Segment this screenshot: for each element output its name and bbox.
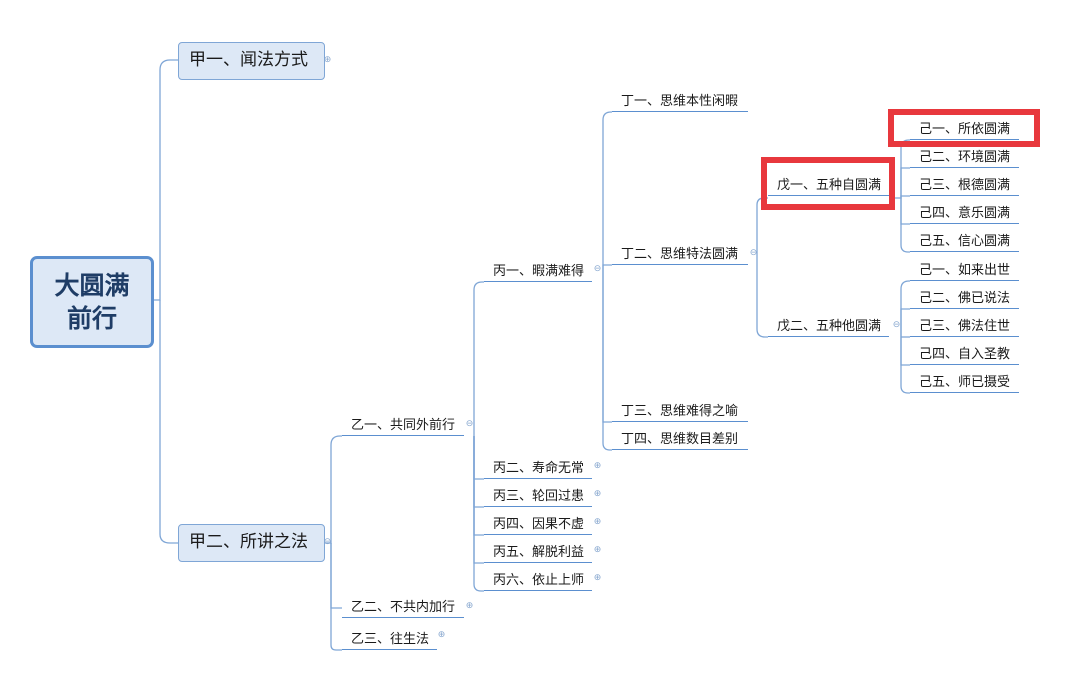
connector-bing1-ding4 xyxy=(602,282,612,451)
node-ji-self-5[interactable]: 己五、信心圆满 xyxy=(910,231,1019,252)
node-ding3[interactable]: 丁三、思维难得之喻 xyxy=(612,401,748,422)
connector-jia2-yi3 xyxy=(330,543,342,651)
connector-wu1-ji5 xyxy=(900,198,910,253)
connector-wu1-ji1 xyxy=(895,139,910,199)
node-ji-other-5[interactable]: 己五、师已摄受 xyxy=(910,372,1019,393)
node-ji-self-3[interactable]: 己三、根德圆满 xyxy=(910,175,1019,196)
collapse-toggle-icon[interactable]: ⊖ xyxy=(593,264,602,274)
root-title-line1: 大圆满 xyxy=(54,271,130,300)
connector-jia2-yi2 xyxy=(330,543,342,609)
node-ji-other-2[interactable]: 己二、佛已说法 xyxy=(910,288,1019,309)
connector-ding2-wu2 xyxy=(756,265,768,338)
node-bing4[interactable]: 丙四、因果不虚 xyxy=(484,514,592,535)
node-wu1[interactable]: 戊一、五种自圆满 xyxy=(768,175,889,196)
connector-root-jia2 xyxy=(159,300,178,544)
node-jia1[interactable]: 甲一、闻法方式 xyxy=(178,42,325,80)
highlight-box-wu1 xyxy=(761,157,895,210)
connector-yi1-bing2 xyxy=(473,436,484,480)
node-yi3[interactable]: 乙三、往生法 xyxy=(342,629,437,650)
node-ji-self-2[interactable]: 己二、环境圆满 xyxy=(910,147,1019,168)
connector-root-jia1 xyxy=(154,59,178,301)
expand-toggle-icon[interactable]: ⊕ xyxy=(593,545,602,555)
connector-wu2-ji5 xyxy=(900,337,910,394)
connector-yi1-bing6 xyxy=(473,436,484,592)
collapse-toggle-icon[interactable]: ⊖ xyxy=(892,320,901,330)
node-bing3[interactable]: 丙三、轮回过患 xyxy=(484,486,592,507)
node-bing5[interactable]: 丙五、解脱利益 xyxy=(484,542,592,563)
collapse-toggle-icon[interactable]: ⊕ xyxy=(323,55,332,65)
expand-toggle-icon[interactable]: ⊕ xyxy=(593,573,602,583)
node-ji-self-1[interactable]: 己一、所依圆满 xyxy=(910,119,1019,140)
root-title-line2: 前行 xyxy=(66,304,117,333)
expand-toggle-icon[interactable]: ⊕ xyxy=(593,517,602,527)
node-bing6[interactable]: 丙六、依止上师 xyxy=(484,570,592,591)
connector-wu2-ji2 xyxy=(900,308,910,337)
node-bing1[interactable]: 丙一、暇满难得 xyxy=(484,261,592,282)
connector-yi1-bing5 xyxy=(473,436,484,564)
connector-wu1-ji4 xyxy=(900,198,910,225)
connector-bing1-ding1 xyxy=(602,111,612,282)
connector-wu2-ji4 xyxy=(900,337,910,366)
connector-wu1-ji3 xyxy=(900,195,910,198)
expand-toggle-icon[interactable]: ⊕ xyxy=(437,630,446,640)
node-ding1[interactable]: 丁一、思维本性闲暇 xyxy=(612,91,748,112)
connector-bing1-ding2 xyxy=(602,264,612,282)
highlight-box-ji-self-1 xyxy=(888,109,1040,147)
collapse-toggle-icon[interactable]: ⊖ xyxy=(749,248,758,258)
node-wu2[interactable]: 戊二、五种他圆满 xyxy=(768,316,889,337)
connector-wu1-ji2 xyxy=(900,167,910,198)
node-ji-other-3[interactable]: 己三、佛法住世 xyxy=(910,316,1019,337)
node-ding4[interactable]: 丁四、思维数目差别 xyxy=(612,429,748,450)
connector-yi1-bing1 xyxy=(473,281,484,436)
node-ji-self-4[interactable]: 己四、意乐圆满 xyxy=(910,203,1019,224)
connector-yi1-bing3 xyxy=(473,436,484,508)
node-ji-other-1[interactable]: 己一、如来出世 xyxy=(910,260,1019,281)
node-yi2[interactable]: 乙二、不共内加行 xyxy=(342,597,464,618)
node-yi1[interactable]: 乙一、共同外前行 xyxy=(342,415,464,436)
connector-jia2-yi1 xyxy=(325,435,342,544)
collapse-toggle-icon[interactable]: ⊖ xyxy=(323,537,332,547)
connector-yi1-bing4 xyxy=(473,436,484,536)
node-bing2[interactable]: 丙二、寿命无常 xyxy=(484,458,592,479)
expand-toggle-icon[interactable]: ⊕ xyxy=(593,489,602,499)
connector-wu2-ji1 xyxy=(900,280,910,337)
collapse-toggle-icon[interactable]: ⊖ xyxy=(465,419,474,429)
node-ding2[interactable]: 丁二、思维特法圆满 xyxy=(612,244,748,265)
node-ji-other-4[interactable]: 己四、自入圣教 xyxy=(910,344,1019,365)
expand-toggle-icon[interactable]: ⊕ xyxy=(465,601,474,611)
connector-bing1-ding3 xyxy=(602,282,612,423)
node-jia2[interactable]: 甲二、所讲之法 xyxy=(178,524,325,562)
root-node[interactable]: 大圆满 前行 xyxy=(30,256,154,348)
expand-toggle-icon[interactable]: ⊕ xyxy=(593,461,602,471)
